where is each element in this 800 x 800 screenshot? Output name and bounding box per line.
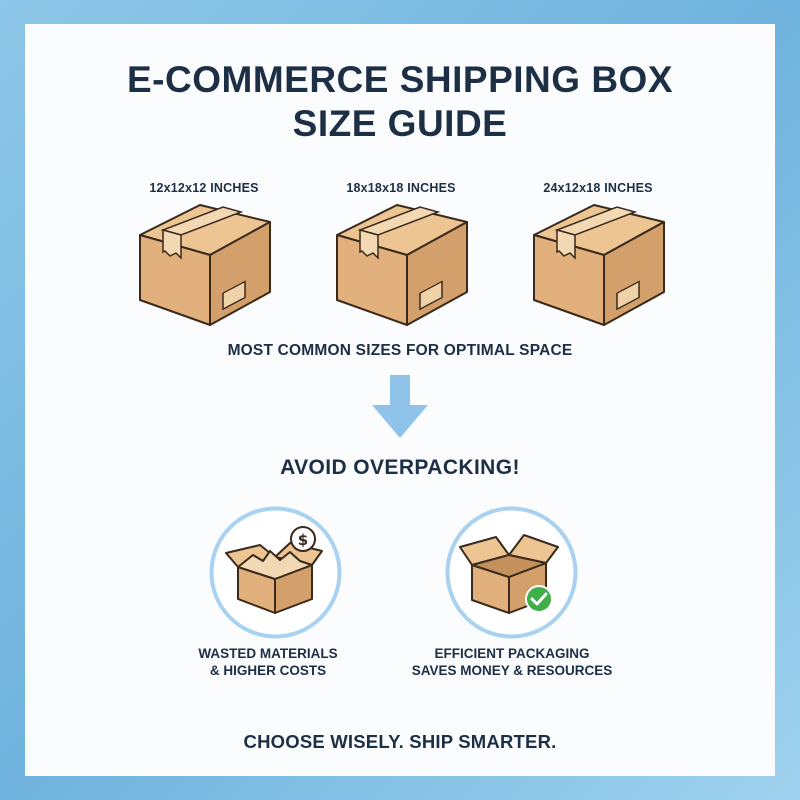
page-title: E-COMMERCE SHIPPING BOX SIZE GUIDE (0, 58, 800, 146)
cardboard-box-icon (336, 204, 468, 326)
cardboard-box-icon (139, 204, 271, 326)
title-line-2: SIZE GUIDE (292, 103, 508, 144)
avoid-overpacking-heading: AVOID OVERPACKING! (280, 456, 520, 479)
common-sizes-subtitle: MOST COMMON SIZES FOR OPTIMAL SPACE (227, 342, 573, 359)
efficient-box-check-icon (445, 506, 578, 639)
wasted-caption-line-2: & HIGHER COSTS (209, 663, 327, 678)
box-size-label-2: 18x18x18 INCHES (346, 181, 456, 195)
box-size-label-3: 24x12x18 INCHES (543, 181, 653, 195)
svg-text:$: $ (298, 531, 308, 549)
efficient-caption: EFFICIENT PACKAGING SAVES MONEY & RESOUR… (382, 645, 642, 679)
efficient-caption-line-1: EFFICIENT PACKAGING (434, 646, 590, 661)
box-size-label-1: 12x12x12 INCHES (149, 181, 259, 195)
arrow-down-icon (372, 375, 428, 438)
footer-tagline: CHOOSE WISELY. SHIP SMARTER. (243, 731, 557, 752)
efficient-caption-line-2: SAVES MONEY & RESOURCES (411, 663, 613, 678)
title-line-1: E-COMMERCE SHIPPING BOX (127, 59, 673, 100)
wasted-caption: WASTED MATERIALS & HIGHER COSTS (138, 645, 398, 679)
wasted-caption-line-1: WASTED MATERIALS (198, 646, 338, 661)
cardboard-box-icon (533, 204, 665, 326)
wasted-box-dollar-icon: $ (209, 506, 342, 639)
